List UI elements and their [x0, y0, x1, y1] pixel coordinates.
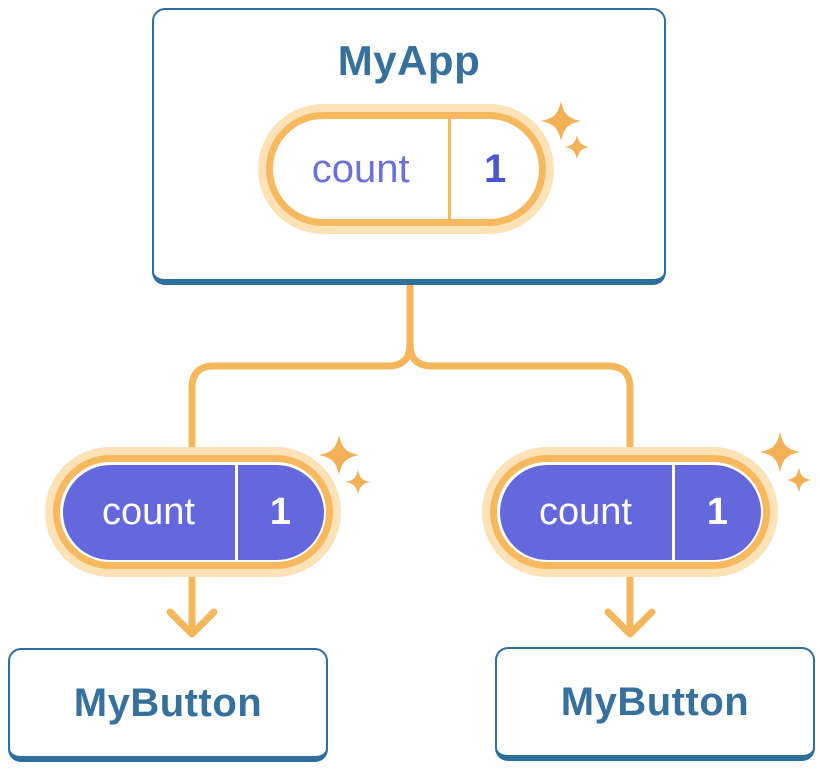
arrow-left-head: [166, 608, 218, 638]
component-card-mybutton-left: MyButton: [8, 648, 328, 762]
component-title-mybutton-right: MyButton: [560, 679, 750, 724]
prop-pill-right-value: 1: [706, 490, 729, 533]
sparkle-icon: [318, 434, 371, 495]
component-card-mybutton-right: MyButton: [495, 647, 815, 761]
prop-pill-left-value: 1: [269, 490, 292, 533]
state-pill-value: 1: [484, 146, 507, 191]
prop-pill-left-ring: count 1: [53, 455, 333, 569]
connector-right-branch: [406, 340, 634, 456]
arrow-right-head: [604, 608, 656, 638]
component-title-mybutton-left: MyButton: [73, 680, 263, 725]
prop-pill-right-label: count: [500, 464, 675, 560]
state-pill-body: count 1: [273, 119, 539, 219]
prop-pill-right: count 1: [482, 447, 778, 577]
prop-pill-right-body: count 1: [499, 464, 761, 560]
state-pill-ring: count 1: [266, 112, 546, 226]
prop-pill-left-body: count 1: [62, 464, 324, 560]
prop-pill-left: count 1: [45, 447, 341, 577]
prop-pill-left-label: count: [63, 464, 238, 560]
component-title-myapp: MyApp: [337, 37, 481, 84]
state-pill-myapp: count 1: [258, 104, 554, 234]
prop-pill-right-ring: count 1: [490, 455, 770, 569]
state-pill-label: count: [273, 119, 452, 219]
sparkle-icon: [540, 100, 590, 160]
sparkle-icon: [759, 431, 812, 493]
